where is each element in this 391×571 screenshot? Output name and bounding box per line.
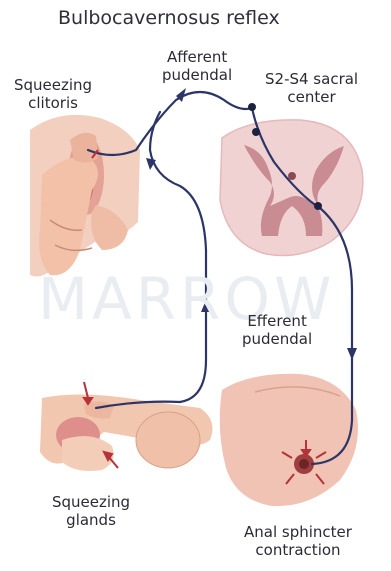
label-squeezing-glands-line1: Squeezing: [52, 493, 130, 511]
anal-illustration: [220, 374, 358, 506]
label-anal-sphincter-line1: Anal sphincter: [244, 523, 352, 541]
label-anal-sphincter: Anal sphincter contraction: [244, 523, 352, 559]
label-anal-sphincter-line2: contraction: [244, 541, 352, 559]
label-afferent-pudendal-line1: Afferent: [162, 48, 232, 66]
label-sacral-center: S2-S4 sacral center: [265, 70, 358, 106]
synapse-dorsal: [252, 128, 260, 136]
label-squeezing-clitoris-line1: Squeezing: [14, 76, 92, 94]
diagram-title: Bulbocavernosus reflex: [58, 7, 280, 29]
synapse-entry: [248, 103, 256, 111]
label-efferent-pudendal-line1: Efferent: [242, 312, 312, 330]
label-efferent-pudendal-line2: pudendal: [242, 330, 312, 348]
label-squeezing-clitoris: Squeezing clitoris: [14, 76, 92, 112]
label-afferent-pudendal: Afferent pudendal: [162, 48, 232, 84]
penis-illustration: [40, 394, 212, 471]
label-afferent-pudendal-line2: pudendal: [162, 66, 232, 84]
label-efferent-pudendal: Efferent pudendal: [242, 312, 312, 348]
label-squeezing-clitoris-line2: clitoris: [14, 94, 92, 112]
label-sacral-center-line1: S2-S4 sacral: [265, 70, 358, 88]
label-squeezing-glands-line2: glands: [52, 511, 130, 529]
synapse-ventral: [314, 202, 322, 210]
clitoris-illustration: [30, 115, 140, 277]
label-squeezing-glands: Squeezing glands: [52, 493, 130, 529]
arrow-efferent: [347, 348, 357, 360]
label-sacral-center-line2: center: [265, 88, 358, 106]
